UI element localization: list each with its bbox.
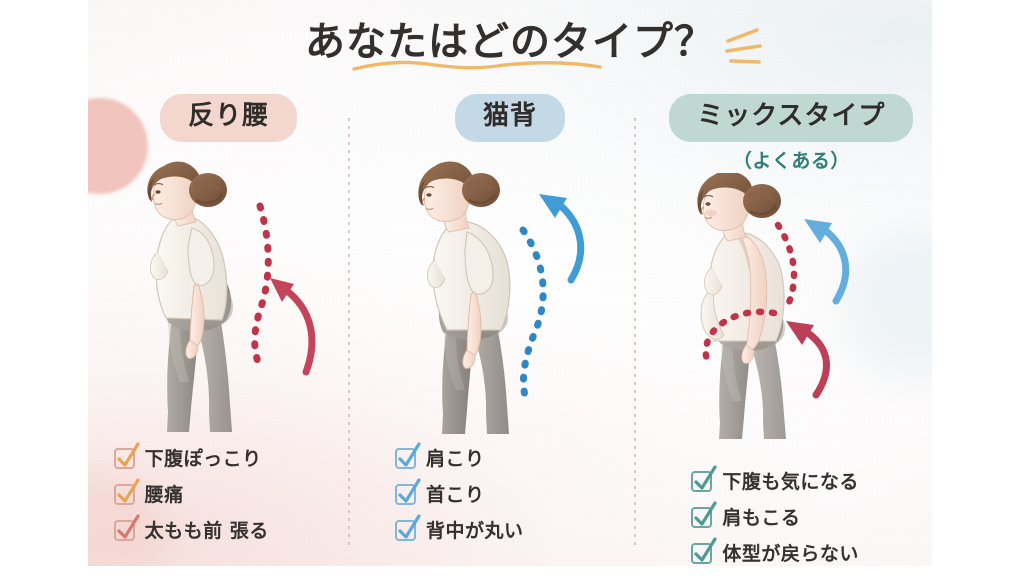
list-item-label: 体型が戻らない bbox=[722, 542, 859, 565]
wavy-underline-icon bbox=[352, 60, 602, 71]
check-icon bbox=[691, 501, 717, 528]
list-item[interactable]: 首こり bbox=[394, 478, 625, 507]
type-column-mixed: ミックスタイプ （よくある） bbox=[651, 94, 932, 566]
check-icon bbox=[113, 514, 140, 541]
list-item[interactable]: 腰痛 bbox=[113, 478, 344, 507]
list-item-label: 首こり bbox=[425, 483, 485, 506]
check-icon bbox=[394, 478, 421, 505]
page-title: あなたはどのタイプ？ bbox=[305, 19, 762, 71]
checklist-rounded-back: 肩こり 首こり bbox=[394, 442, 625, 543]
type-subheading-mixed: （よくある） bbox=[732, 149, 850, 172]
check-icon bbox=[691, 465, 717, 492]
list-item-label: 下腹も気になる bbox=[722, 470, 859, 493]
list-item[interactable]: 体型が戻らない bbox=[691, 537, 891, 566]
list-item[interactable]: 肩こり bbox=[394, 442, 625, 471]
check-icon bbox=[394, 514, 421, 541]
type-heading-pill-mixed: ミックスタイプ bbox=[669, 94, 914, 142]
figure-mixed bbox=[656, 172, 926, 465]
list-item[interactable]: 背中が丸い bbox=[394, 514, 625, 543]
type-column-sway-back: 反り腰 bbox=[88, 94, 369, 566]
accent-slash-icon bbox=[725, 28, 762, 64]
figure-rounded-back bbox=[375, 150, 645, 442]
page-title-text: あなたはどのタイプ？ bbox=[305, 19, 715, 65]
checklist-sway-back: 下腹ぽっこり 腰痛 bbox=[113, 442, 344, 543]
title-block: あなたはどのタイプ？ bbox=[88, 19, 932, 71]
check-icon bbox=[394, 442, 421, 469]
list-item-label: 肩こり bbox=[425, 447, 485, 470]
list-item-label: 背中が丸い bbox=[425, 519, 524, 542]
check-icon bbox=[113, 478, 140, 505]
list-item[interactable]: 太もも前 張る bbox=[113, 514, 344, 543]
list-item[interactable]: 肩もこる bbox=[691, 501, 891, 530]
poster-card: あなたはどのタイプ？ 反り腰 bbox=[88, 0, 932, 566]
type-column-rounded-back: 猫背 bbox=[369, 94, 650, 566]
list-item-label: 太もも前 張る bbox=[144, 519, 269, 542]
figure-sway-back bbox=[94, 150, 364, 442]
column-divider-2 bbox=[634, 118, 636, 548]
list-item-label: 腰痛 bbox=[144, 483, 184, 506]
list-item-label: 肩もこる bbox=[722, 506, 801, 529]
check-icon bbox=[691, 537, 717, 564]
type-columns: 反り腰 bbox=[88, 94, 932, 566]
checklist-mixed: 下腹も気になる 肩もこる bbox=[691, 465, 891, 566]
list-item[interactable]: 下腹ぽっこり bbox=[113, 442, 344, 471]
type-heading-pill-rounded-back: 猫背 bbox=[454, 94, 565, 142]
list-item-label: 下腹ぽっこり bbox=[144, 447, 262, 470]
list-item[interactable]: 下腹も気になる bbox=[691, 465, 891, 494]
check-icon bbox=[113, 442, 140, 469]
column-divider-1 bbox=[348, 118, 350, 548]
type-heading-pill-sway-back: 反り腰 bbox=[160, 94, 298, 142]
